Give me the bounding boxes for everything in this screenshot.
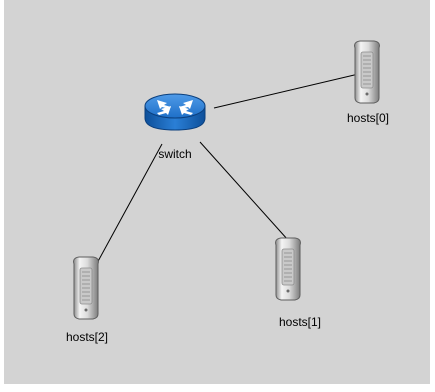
server-icon (73, 256, 99, 320)
switch-node[interactable]: switch (144, 93, 206, 161)
network-diagram: switch hosts[0] hosts[1] (66, 40, 389, 344)
host-node-1[interactable]: hosts[1] (275, 237, 321, 329)
host-node-0[interactable]: hosts[0] (347, 40, 389, 125)
network-area[interactable]: switch hosts[0] hosts[1] (4, 0, 430, 384)
host-label-1: hosts[1] (279, 315, 321, 329)
link-switch-hosts2[interactable] (95, 143, 163, 266)
link-switch-hosts0[interactable] (213, 71, 368, 109)
router-switch-icon (144, 93, 206, 131)
server-icon (275, 237, 301, 301)
switch-label: switch (158, 147, 191, 161)
host-label-2: hosts[2] (66, 330, 108, 344)
host-label-0: hosts[0] (347, 111, 389, 125)
host-node-2[interactable]: hosts[2] (66, 256, 108, 344)
server-icon (354, 40, 380, 104)
link-switch-hosts1[interactable] (199, 141, 289, 241)
